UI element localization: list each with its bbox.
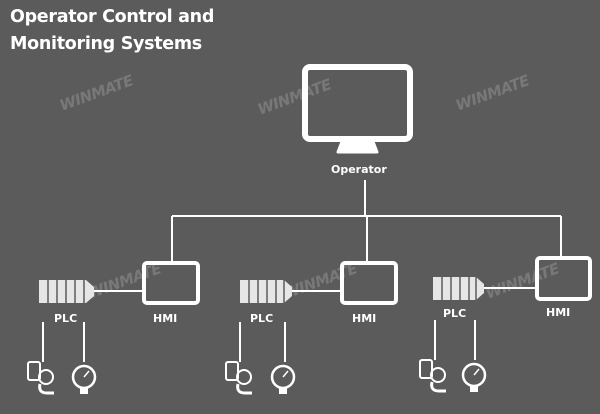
title-line-1: Operator Control and bbox=[10, 7, 215, 27]
plc-module-icon bbox=[39, 280, 94, 303]
connection-lines bbox=[42, 180, 562, 362]
flow-meter-icon bbox=[225, 361, 252, 395]
plc-label-2: PLC bbox=[250, 312, 274, 325]
pressure-gauge-icon bbox=[270, 364, 296, 394]
hmi-panel-icon bbox=[142, 261, 200, 305]
flow-meter-icon bbox=[419, 359, 446, 393]
title-line-2: Monitoring Systems bbox=[10, 34, 202, 54]
hmi-panel-icon bbox=[340, 261, 398, 305]
flow-meter-icon bbox=[27, 361, 54, 395]
hmi-panel-icon bbox=[535, 256, 592, 301]
plc-module-icon bbox=[433, 277, 484, 300]
plc-label-3: PLC bbox=[443, 307, 467, 320]
hmi-label-2: HMI bbox=[352, 312, 377, 325]
operator-label: Operator bbox=[331, 163, 387, 176]
pressure-gauge-icon bbox=[461, 362, 487, 392]
hmi-label-1: HMI bbox=[153, 312, 178, 325]
plc-module-icon bbox=[240, 280, 292, 303]
plc-label-1: PLC bbox=[54, 312, 78, 325]
pressure-gauge-icon bbox=[71, 364, 97, 394]
diagram-title: Operator Control and Monitoring Systems bbox=[10, 4, 214, 58]
operator-monitor-icon bbox=[302, 64, 413, 154]
hmi-label-3: HMI bbox=[546, 306, 571, 319]
